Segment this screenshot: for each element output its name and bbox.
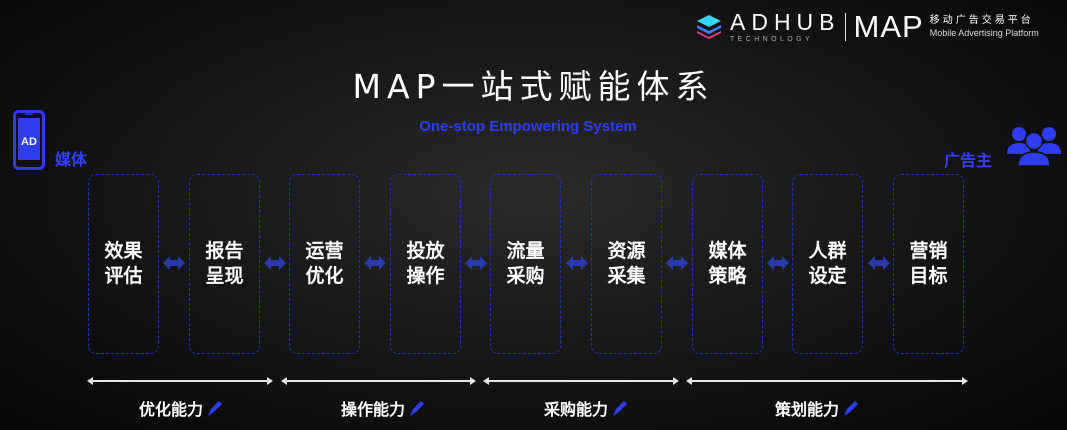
capability-bracket-operate [281, 377, 476, 385]
double-arrow-icon [163, 256, 185, 270]
pen-icon [613, 401, 628, 416]
step-label: 投放 操作 [406, 240, 445, 287]
pen-icon [844, 401, 859, 416]
advertiser-label: 广告主 [944, 151, 993, 170]
map-en-tagline: Mobile Advertising Platform [929, 27, 1039, 38]
step-box-9: 营销 目标 [893, 174, 964, 354]
capability-optimize: 优化能力 [139, 396, 225, 420]
step-label: 人群 设定 [808, 240, 847, 287]
map-cn-tagline: 移动广告交易平台 [929, 15, 1034, 27]
capability-bracket-optimize [87, 377, 273, 385]
step-box-3: 运营 优化 [289, 174, 360, 354]
page-subtitle: One-stop Empowering System [419, 118, 637, 135]
double-arrow-icon [868, 256, 890, 270]
capability-bracket-procure [483, 377, 679, 385]
step-label: 资源 采集 [607, 240, 646, 287]
step-box-5: 流量 采购 [490, 174, 561, 354]
users-icon [1007, 127, 1061, 166]
step-label: 效果 评估 [104, 240, 143, 287]
step-box-6: 资源 采集 [591, 174, 662, 354]
map-wordmark: MAP [853, 9, 924, 44]
double-arrow-icon [264, 256, 286, 270]
double-arrow-icon [364, 256, 386, 270]
page-title: MAP一站式赋能体系 [352, 67, 715, 106]
step-label: 媒体 策略 [708, 240, 747, 287]
step-label: 营销 目标 [909, 240, 948, 287]
capability-procure: 采购能力 [544, 396, 630, 420]
double-arrow-icon [465, 256, 487, 270]
double-arrow-icon [566, 256, 588, 270]
step-label: 报告 呈现 [205, 240, 244, 287]
step-box-1: 效果 评估 [88, 174, 159, 354]
capability-label: 采购能力 [544, 400, 609, 419]
step-label: 运营 优化 [305, 240, 344, 287]
step-box-8: 人群 设定 [792, 174, 863, 354]
capability-operate: 操作能力 [341, 396, 427, 420]
pen-icon [208, 401, 223, 416]
adhub-cube-icon [697, 15, 721, 39]
adhub-subtext: TECHNOLOGY [730, 36, 814, 43]
step-label: 流量 采购 [506, 240, 545, 287]
adhub-wordmark: ADHUB [730, 9, 841, 35]
step-box-2: 报告 呈现 [189, 174, 260, 354]
double-arrow-icon [666, 256, 688, 270]
pen-icon [410, 401, 425, 416]
capability-bracket-plan [686, 377, 968, 385]
phone-ad-icon: AD [13, 110, 45, 170]
step-box-7: 媒体 策略 [692, 174, 763, 354]
logo-divider [844, 13, 846, 41]
capability-label: 优化能力 [139, 400, 204, 419]
step-box-4: 投放 操作 [390, 174, 461, 354]
double-arrow-icon [767, 256, 789, 270]
capability-label: 策划能力 [775, 400, 840, 419]
capability-plan: 策划能力 [775, 396, 861, 420]
media-label: 媒体 [55, 150, 88, 169]
adhub-map-logo: ADHUB TECHNOLOGY MAP 移动广告交易平台 Mobile Adv… [696, 9, 1039, 44]
phone-ad-text: AD [21, 136, 37, 148]
capability-label: 操作能力 [341, 400, 406, 419]
